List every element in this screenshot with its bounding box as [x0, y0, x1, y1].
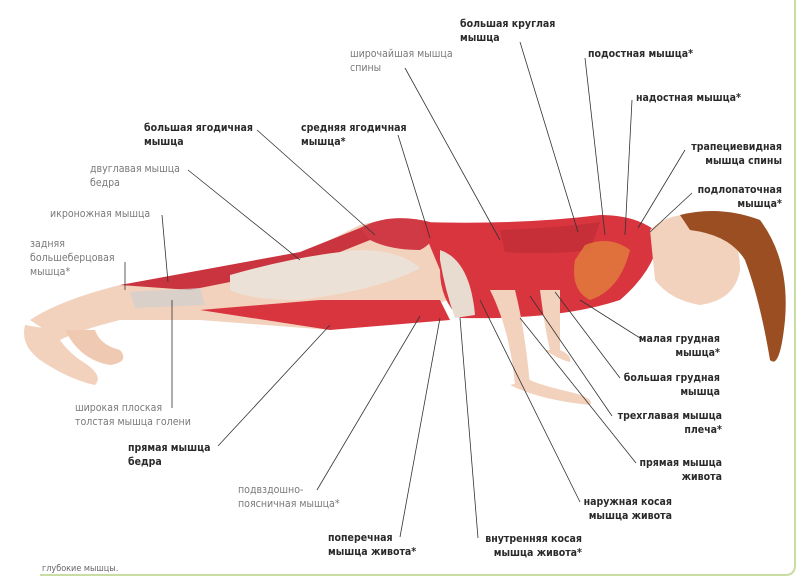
leader-lines	[124, 41, 693, 539]
label-pectoralis-major: большая грудная мышца	[624, 371, 720, 399]
label-pectoralis-minor: малая грудная мышца*	[639, 332, 720, 360]
label-line: мышца*	[737, 198, 782, 210]
label-line: поперечная	[328, 532, 393, 544]
forearm-back	[490, 290, 530, 385]
label-line: большая круглая	[460, 18, 556, 30]
label-teres-major: большая круглая мышца	[460, 17, 555, 45]
label-line: бедра	[128, 456, 162, 468]
footnote: глубокие мышцы.	[42, 564, 119, 574]
label-line: двуглавая мышца	[90, 163, 180, 175]
shoulder-bone	[574, 241, 630, 300]
label-line: надостная мышца*	[636, 92, 741, 104]
label-line: большая грудная	[623, 372, 720, 384]
label-line: мышца	[680, 386, 720, 398]
glute-shape	[360, 218, 434, 250]
label-line: трапециевидная	[691, 141, 782, 153]
label-line: мышца*	[675, 347, 720, 359]
label-line: мышца живота	[588, 510, 672, 522]
label-subscapularis: подлопаточная мышца*	[698, 183, 782, 211]
label-line: мышца	[144, 136, 184, 148]
label-line: подостная мышца*	[588, 48, 694, 60]
label-triceps: трехглавая мышца плеча*	[618, 409, 722, 437]
hand-back	[510, 380, 591, 405]
label-line: спины	[350, 62, 382, 74]
foot-left	[24, 325, 98, 385]
label-trapezius: трапециевидная мышца спины	[691, 140, 782, 168]
label-rectus-femoris: прямая мышца бедра	[128, 441, 210, 469]
label-line: мышца*	[301, 136, 346, 148]
calf-tendon	[130, 288, 205, 308]
label-line: внутренняя косая	[485, 533, 582, 545]
hamstring-shape	[120, 225, 395, 290]
label-line: задняя	[30, 238, 65, 250]
label-latissimus: широчайшая мышца спины	[350, 47, 453, 75]
label-line: широчайшая мышца	[350, 48, 453, 60]
quad-shape	[200, 300, 450, 330]
forearm-front	[540, 290, 560, 350]
label-gastrocnemius: икроножная мышца	[50, 207, 150, 221]
label-line: средняя ягодичная	[301, 122, 407, 134]
label-gluteus-medius: средняя ягодичная мышца*	[301, 121, 407, 149]
label-line: толстая мышца голени	[75, 416, 191, 428]
oblique-fascia	[440, 250, 475, 318]
label-line: мышца живота*	[328, 546, 417, 558]
label-line: прямая мышца	[639, 457, 722, 469]
label-tibialis-posterior: задняя большеберцовая мышца*	[30, 237, 115, 279]
label-transversus: поперечная мышца живота*	[328, 531, 416, 559]
label-external-oblique: наружная косая мышца живота	[584, 495, 672, 523]
label-biceps-femoris: двуглавая мышца бедра	[90, 162, 180, 190]
label-supraspinatus: надостная мышца*	[636, 91, 741, 105]
label-rectus-abdominis: прямая мышца живота	[640, 456, 722, 484]
it-band	[230, 250, 420, 300]
label-line: подлопаточная	[697, 184, 782, 196]
label-infraspinatus: подостная мышца*	[588, 47, 693, 61]
label-line: большая ягодичная	[144, 122, 253, 134]
label-line: плеча*	[684, 424, 722, 436]
label-line: мышца живота*	[493, 547, 582, 559]
label-gluteus-maximus: большая ягодичная мышца	[144, 121, 253, 149]
label-line: мышца*	[30, 266, 71, 278]
label-line: поясничная мышца*	[238, 498, 340, 510]
hair	[680, 211, 786, 362]
label-line: икроножная мышца	[50, 208, 151, 220]
label-line: мышца	[460, 32, 500, 44]
label-line: прямая мышца	[128, 442, 211, 454]
lat-shape	[500, 222, 600, 254]
label-line: малая грудная	[638, 333, 720, 345]
label-line: живота	[681, 471, 722, 483]
label-internal-oblique: внутренняя косая мышца живота*	[485, 532, 582, 560]
label-soleus: широкая плоская толстая мышца голени	[75, 401, 191, 429]
label-line: подвздошно-	[238, 484, 304, 496]
label-line: большеберцовая	[30, 252, 115, 264]
label-line: широкая плоская	[75, 402, 163, 414]
frame-line	[40, 0, 796, 576]
hand-front	[545, 350, 571, 362]
label-iliopsoas: подвздошно-поясничная мышца*	[238, 483, 340, 511]
label-line: мышца спины	[705, 155, 782, 167]
foot-right	[65, 330, 124, 365]
label-line: бедра	[90, 177, 120, 189]
label-line: трехглавая мышца	[617, 410, 722, 422]
label-line: наружная косая	[583, 496, 672, 508]
